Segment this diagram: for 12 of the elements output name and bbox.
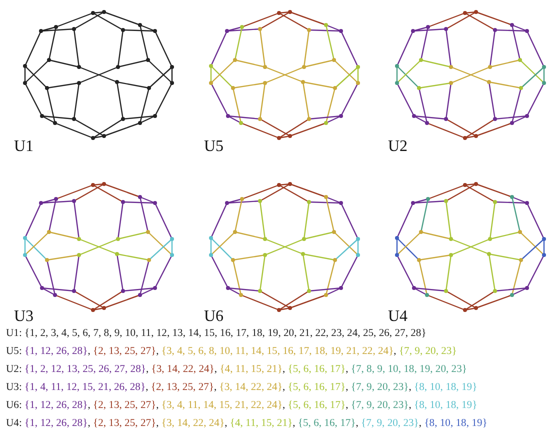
graph-name: U4	[388, 308, 408, 326]
graph-name: U6	[204, 308, 224, 326]
graph-name: U1	[14, 138, 34, 156]
partition-text: U6: {1, 12, 26, 28}, {2, 13, 25, 27}, {3, 4, 11, 14, 15, 21, 22, 24}, {5, 6, 16, 17}, {7, 9, 20, 23}, {8, 10, 18, 19}	[6, 400, 478, 411]
partition-text: U3: {1, 4, 11, 12, 15, 21, 26, 28}, {2, 13, 25, 27}, {3, 14, 22, 24}, {5, 6, 16, 17}, {7, 9, 20, 23}, {8, 10, 18, 19}	[6, 382, 478, 393]
graph-name: U3	[14, 308, 34, 326]
partition-text: U2: {1, 2, 12, 13, 25, 26, 27, 28}, {3, 14, 22, 24}, {4, 11, 15, 21}, {5, 6, 16, 17}, {7, 8, 9, 10, 18, 19, 20, 23}	[6, 364, 467, 375]
partition-text: U1: {1, 2, 3, 4, 5, 6, 7, 8, 9, 10, 11, 12, 13, 14, 15, 16, 17, 18, 19, 20, 21, 22, 23, 24, 25, 26, 27, 28}	[6, 328, 426, 339]
partition-text: U4: {1, 12, 26, 28}, {2, 13, 25, 27}, {3, 14, 22, 24}, {4, 11, 15, 21}, {5, 6, 16, 17}, {7, 9, 20, 23}, {8, 10, 18, 19}	[6, 418, 488, 429]
partition-text: U5: {1, 12, 26, 28}, {2, 13, 25, 27}, {3, 4, 5, 6, 8, 10, 11, 14, 15, 16, 17, 18, 19, 21, 22, 24}, {7, 9, 20, 23}	[6, 346, 457, 357]
graph-name: U2	[388, 138, 408, 156]
graph-name: U5	[204, 138, 224, 156]
